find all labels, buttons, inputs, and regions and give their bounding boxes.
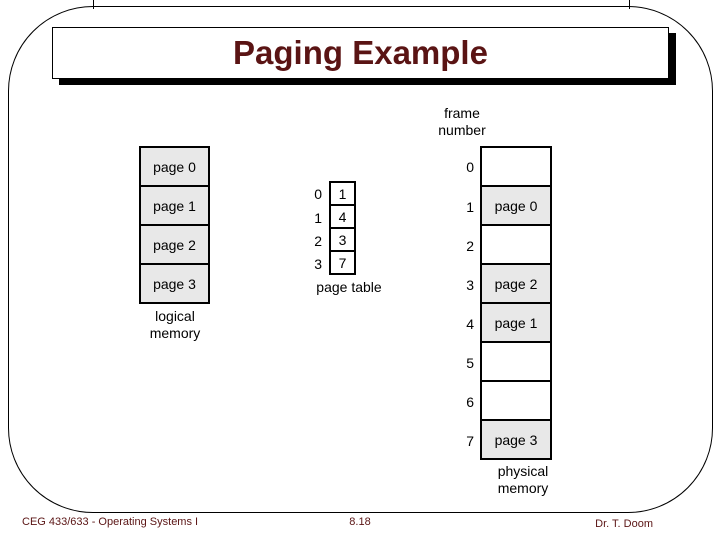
footer-page-number: 8.18 [349, 516, 371, 528]
frame-index-label: 6 [466, 393, 474, 410]
frame-index-label: 0 [466, 158, 474, 175]
physical-frame-cell: page 0 [480, 187, 552, 226]
physical-memory-row: 6 [440, 382, 552, 421]
logical-memory-cell: page 0 [139, 146, 210, 187]
deck-edge-tick-right [629, 0, 630, 9]
slide-title-box: Paging Example [52, 27, 669, 79]
page-table-value-cell: 4 [329, 206, 356, 229]
page-table-value-cell: 1 [329, 181, 356, 206]
page-table-diagram: 0 1 1 4 2 3 3 7 [310, 181, 356, 275]
page-table-value-cell: 7 [329, 252, 356, 275]
physical-memory-row: 7 page 3 [440, 421, 552, 460]
frame-index-label: 4 [466, 315, 474, 332]
frame-number-header: frame number [438, 105, 486, 138]
deck-edge-tick-left [93, 0, 94, 9]
frame-index-label: 5 [466, 354, 474, 371]
physical-memory-row: 2 [440, 226, 552, 265]
physical-memory-label: physical memory [497, 463, 549, 496]
footer-course: CEG 433/633 - Operating Systems I [22, 516, 199, 528]
page-table-label: page table [316, 279, 382, 295]
slide-frame [8, 6, 713, 513]
page-table-value-cell: 3 [329, 229, 356, 252]
page-table-index: 1 [314, 209, 322, 226]
frame-index-label: 1 [466, 198, 474, 215]
page-table-row: 2 3 [310, 229, 356, 252]
page-table-index: 0 [314, 185, 322, 202]
logical-memory-diagram: page 0 page 1 page 2 page 3 [139, 146, 210, 304]
page-table-index: 2 [314, 232, 322, 249]
logical-memory-cell: page 1 [139, 187, 210, 226]
physical-memory-row: 0 [440, 146, 552, 187]
page-table-index: 3 [314, 255, 322, 272]
physical-frame-cell [480, 343, 552, 382]
logical-memory-label: logical memory [149, 308, 201, 341]
physical-frame-cell [480, 382, 552, 421]
physical-memory-row: 1 page 0 [440, 187, 552, 226]
physical-frame-cell: page 1 [480, 304, 552, 343]
frame-index-label: 3 [466, 276, 474, 293]
slide-title: Paging Example [233, 34, 488, 71]
logical-memory-cell: page 3 [139, 265, 210, 304]
logical-memory-cell: page 2 [139, 226, 210, 265]
footer-author: Dr. T. Doom [595, 518, 653, 530]
physical-memory-row: 4 page 1 [440, 304, 552, 343]
physical-frame-cell: page 2 [480, 265, 552, 304]
page-table-row: 0 1 [310, 181, 356, 206]
physical-memory-diagram: 0 1 page 0 2 3 page 2 4 page 1 5 6 7 [440, 146, 552, 460]
page-table-row: 1 4 [310, 206, 356, 229]
physical-frame-cell [480, 146, 552, 187]
physical-frame-cell: page 3 [480, 421, 552, 460]
page-table-row: 3 7 [310, 252, 356, 275]
physical-frame-cell [480, 226, 552, 265]
physical-memory-row: 3 page 2 [440, 265, 552, 304]
frame-index-label: 7 [466, 432, 474, 449]
physical-memory-row: 5 [440, 343, 552, 382]
frame-index-label: 2 [466, 237, 474, 254]
